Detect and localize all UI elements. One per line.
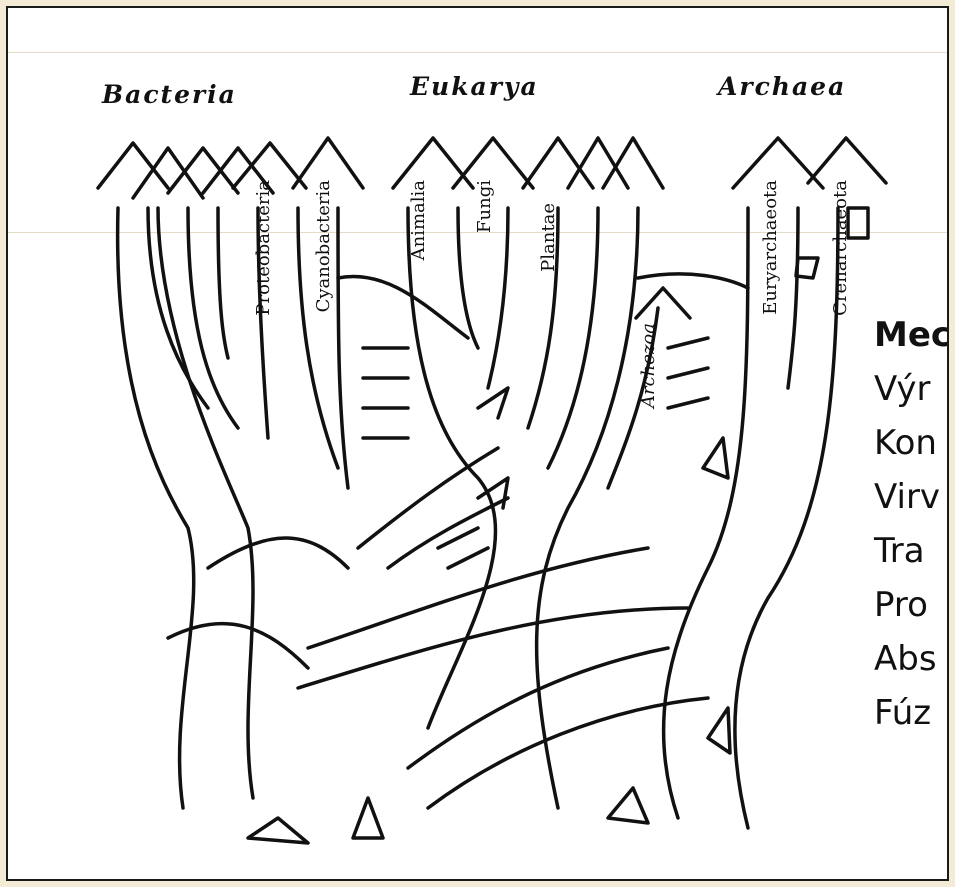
branch-label-animalia: Animalia xyxy=(408,180,429,260)
transfer-branch xyxy=(338,276,468,338)
mechanism-list: Mec Výr Kon Virv Tra Pro Abs Fúz xyxy=(874,308,949,740)
mechanism-list-item: Virv xyxy=(874,470,949,524)
fragment-shape xyxy=(248,818,308,843)
hatch-mark xyxy=(438,528,488,568)
fragment-shape xyxy=(708,708,730,753)
hatch-mark xyxy=(668,338,708,408)
domain-label-eukarya: Eukarya xyxy=(410,72,539,101)
arrowhead xyxy=(808,138,886,183)
fragment-shape xyxy=(608,788,648,823)
eukarya-branch xyxy=(488,208,508,388)
bacteria-branch xyxy=(148,208,208,408)
fragment-shape xyxy=(796,258,818,278)
arrowhead xyxy=(478,388,508,418)
transfer-branch xyxy=(638,274,748,288)
arrowhead xyxy=(168,148,238,193)
mechanism-list-item: Tra xyxy=(874,524,949,578)
slide-frame: Bacteria Eukarya Archaea Proteobacteria … xyxy=(6,6,949,881)
fragment-shape xyxy=(353,798,383,838)
domain-label-archaea: Archaea xyxy=(718,72,846,101)
bacteria-branch xyxy=(338,208,348,488)
mechanism-list-item: Abs xyxy=(874,632,949,686)
bacteria-trunk xyxy=(118,208,194,808)
branch-label-cyanobacteria: Cyanobacteria xyxy=(313,180,334,312)
mechanism-list-item: Fúz xyxy=(874,686,949,740)
eukarya-trunk-right xyxy=(537,208,638,808)
arrowhead xyxy=(636,288,690,318)
fragment-shape xyxy=(848,208,868,238)
archaea-branch xyxy=(788,208,798,388)
transfer-branch xyxy=(208,538,348,568)
fragment-shape xyxy=(703,438,728,478)
branch-label-euryarchaeota: Euryarchaeota xyxy=(760,180,781,315)
archaea-trunk-right xyxy=(735,208,838,828)
domain-label-bacteria: Bacteria xyxy=(102,80,237,109)
transfer-branch xyxy=(308,548,648,648)
branch-label-archezoa: Archezoa xyxy=(638,323,659,408)
mechanism-list-item: Kon xyxy=(874,416,949,470)
mechanism-list-item: Pro xyxy=(874,578,949,632)
branch-label-proteobacteria: Proteobacteria xyxy=(253,180,274,316)
branch-label-fungi: Fungi xyxy=(474,180,495,233)
hatch-mark xyxy=(363,348,408,438)
branch-label-plantae: Plantae xyxy=(538,203,559,272)
transfer-branch xyxy=(298,608,688,688)
branch-label-crenarchaeota: Crenarchaeota xyxy=(830,180,851,316)
tree-of-life-diagram xyxy=(8,8,949,881)
mechanism-list-heading: Mec xyxy=(874,308,949,362)
mechanism-list-item: Výr xyxy=(874,362,949,416)
bacteria-branch xyxy=(218,208,228,358)
